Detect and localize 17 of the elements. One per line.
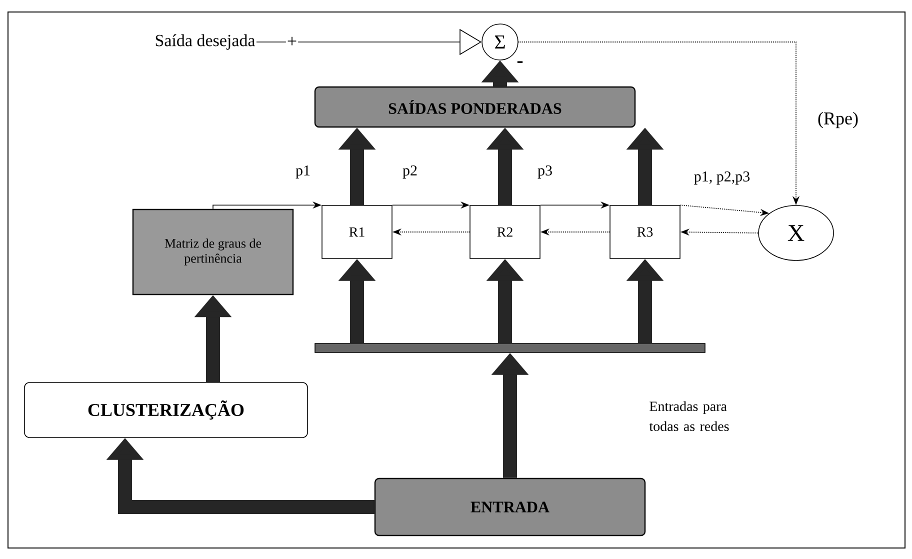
input-bar [314, 343, 706, 353]
note-text: Entradas para todas as redes [649, 401, 729, 432]
matrix-box: Matriz de graus de pertinência [132, 208, 294, 296]
input-label: Saída desejada [156, 34, 256, 50]
edge-label: p1, p2,p3 [694, 171, 750, 185]
process-box: SAÍDAS PONDERADAS [314, 86, 636, 128]
edge-label: p1 [296, 165, 310, 179]
network-box: R3 [610, 205, 680, 259]
process-box: ENTRADA [374, 478, 646, 536]
edge-label: p3 [538, 165, 552, 179]
edge-label: (Rpe) [818, 112, 858, 128]
edge-label: p2 [402, 165, 417, 179]
process-box: CLUSTERIZAÇÃO [24, 382, 308, 438]
minus-sign: - [517, 61, 523, 63]
network-box: R1 [322, 205, 392, 259]
edge-label: + [288, 36, 296, 46]
network-box: R2 [470, 205, 540, 259]
